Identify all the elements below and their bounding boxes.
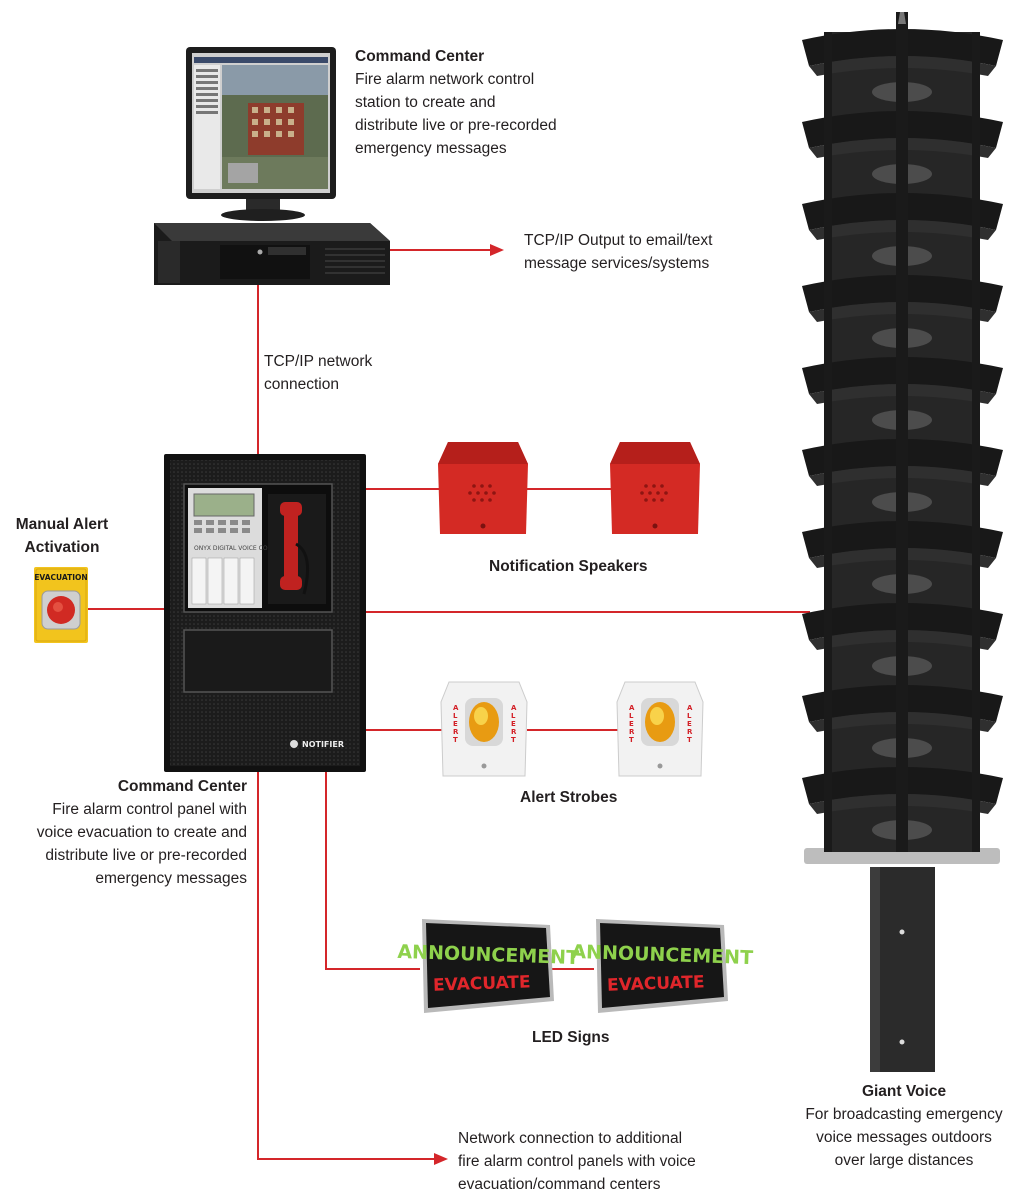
wire-panel-to-speaker <box>364 488 442 490</box>
caption-line: station to create and <box>355 94 496 111</box>
caption-line: TCP/IP Output to email/text <box>524 232 713 249</box>
caption-line: message services/systems <box>524 255 710 272</box>
manual-alert-button: EVACUATION <box>34 567 88 643</box>
wire-panel-to-giant-voice <box>364 611 810 613</box>
evacuation-label: EVACUATION <box>34 573 87 582</box>
wire-panel-to-signs-vertical <box>325 770 327 970</box>
wire-panel-to-network-vertical <box>257 770 259 1160</box>
wire-computer-to-panel <box>257 285 259 460</box>
arrow-right-icon <box>490 244 504 256</box>
caption-line: Fire alarm network control <box>355 71 535 88</box>
tcpip-network-caption: TCP/IP network connection <box>264 350 372 396</box>
notification-speakers-label: Notification Speakers <box>489 558 648 575</box>
manual-alert-caption: Manual Alert Activation <box>0 513 124 559</box>
wire-panel-to-signs <box>325 968 420 970</box>
wire-computer-to-output <box>390 249 494 251</box>
wire-speaker-to-speaker <box>527 488 613 490</box>
giant-voice-title: Giant Voice <box>861 1083 947 1100</box>
wire-button-to-panel <box>86 608 166 610</box>
command-center-station-caption: Command Center Fire alarm network contro… <box>355 45 557 160</box>
wire-sign-to-sign <box>552 968 594 970</box>
panel-model-text: ONYX DIGITAL VOICE COMMAND <box>194 545 291 552</box>
notification-speaker-2 <box>610 442 700 534</box>
led-signs-label: LED Signs <box>532 1029 610 1046</box>
arrow-right-icon <box>434 1153 448 1165</box>
giant-voice-caption: Giant Voice For broadcasting emergency v… <box>798 1080 1010 1172</box>
notifier-brand: NOTIFIER <box>302 740 344 749</box>
command-center-station-title: Command Center <box>355 48 485 65</box>
wire-panel-to-strobe <box>364 729 444 731</box>
sign-evacuate-text: EVACUATE <box>433 972 531 995</box>
led-sign-1: ANNOUNCEMENT EVACUATE <box>397 919 579 1013</box>
caption-line: emergency messages <box>95 870 247 887</box>
caption-line: voice evacuation to create and <box>36 824 247 841</box>
caption-line: distribute live or pre-recorded <box>45 847 247 864</box>
command-center-workstation <box>154 47 390 285</box>
alert-strobes-label: Alert Strobes <box>520 789 618 806</box>
wire-panel-to-network <box>257 1158 437 1160</box>
caption-line: Network connection to additional <box>458 1130 683 1147</box>
manual-alert-title: Activation <box>24 539 100 556</box>
caption-line: voice messages outdoors <box>816 1129 992 1146</box>
caption-line: evacuation/command centers <box>458 1176 661 1193</box>
caption-line: fire alarm control panels with voice <box>458 1153 696 1170</box>
caption-line: emergency messages <box>355 140 507 157</box>
sign-evacuate-text: EVACUATE <box>607 972 705 995</box>
caption-line: over large distances <box>834 1152 974 1169</box>
caption-line: connection <box>264 376 339 393</box>
control-panel-caption: Command Center Fire alarm control panel … <box>0 775 247 890</box>
wire-strobe-to-strobe <box>527 729 619 731</box>
manual-alert-title: Manual Alert <box>15 516 109 533</box>
notification-speaker-1 <box>438 442 528 534</box>
led-sign-2: ANNOUNCEMENT EVACUATE <box>571 919 753 1013</box>
caption-line: distribute live or pre-recorded <box>355 117 557 134</box>
tcpip-output-caption: TCP/IP Output to email/text message serv… <box>524 229 712 275</box>
caption-line: TCP/IP network <box>264 353 373 370</box>
control-panel-title: Command Center <box>117 778 247 795</box>
caption-line: For broadcasting emergency <box>805 1106 1003 1123</box>
caption-line: Fire alarm control panel with <box>52 801 247 818</box>
fire-alarm-control-panel: ONYX DIGITAL VOICE COMMAND NOTIFIER <box>164 454 366 772</box>
giant-voice-tower <box>802 12 1003 1072</box>
network-connection-caption: Network connection to additional fire al… <box>458 1127 696 1196</box>
